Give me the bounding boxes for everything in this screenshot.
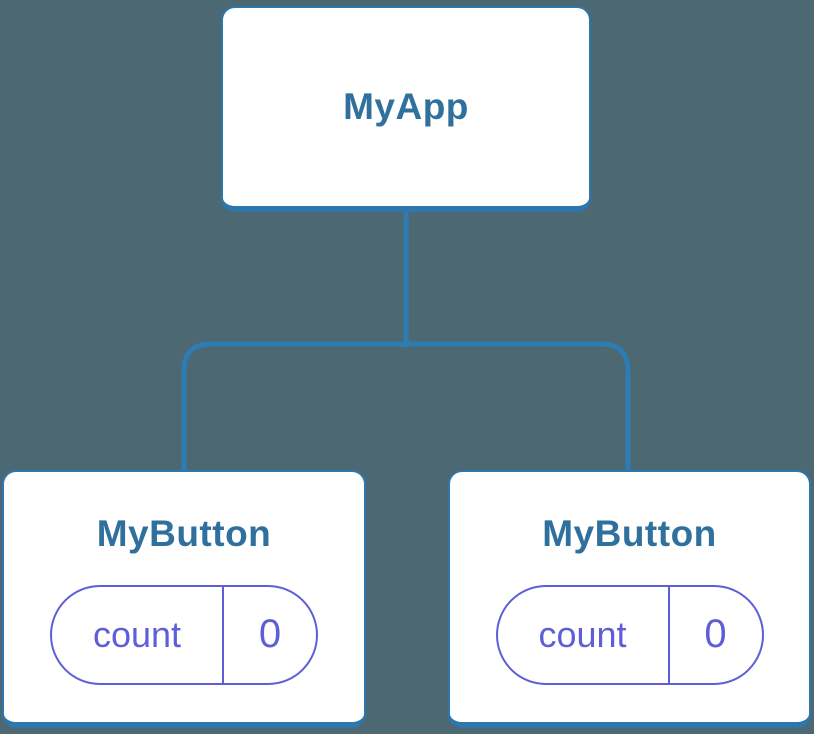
state-key-label: count (498, 586, 670, 683)
child-component-node-right: MyButton count 0 (448, 470, 811, 728)
branch-bracket-line (181, 341, 631, 478)
root-component-node: MyApp (221, 6, 591, 212)
state-value: 0 (258, 612, 282, 657)
state-key-label: count (52, 586, 224, 683)
child-component-node-left: MyButton count 0 (2, 470, 366, 728)
state-pill: count 0 (495, 584, 764, 685)
child-component-label: MyButton (96, 513, 272, 554)
state-value: 0 (704, 612, 727, 657)
child-component-label: MyButton (542, 513, 717, 554)
root-component-label: MyApp (343, 85, 469, 127)
state-pill: count 0 (50, 584, 318, 685)
